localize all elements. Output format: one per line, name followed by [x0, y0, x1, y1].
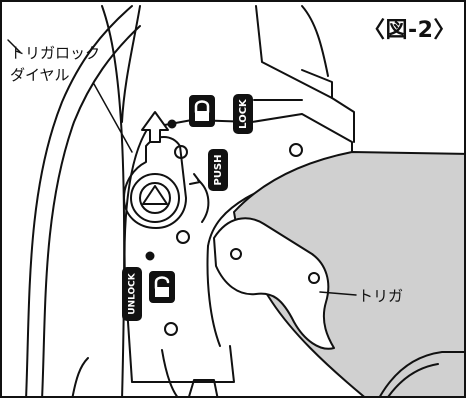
rotation-arrowhead [189, 173, 201, 185]
trigger [213, 217, 335, 350]
lock-badge [233, 94, 253, 134]
trigger-pivot [230, 248, 242, 260]
push-label: PUSH [213, 154, 224, 185]
padlock-open-icon [149, 271, 175, 303]
cover-edge-lower [379, 351, 464, 396]
unlock-position-dot [145, 251, 155, 261]
arrow-up-icon [141, 111, 169, 143]
trigger-pin [308, 272, 320, 284]
trigger-lock-dial [123, 111, 187, 229]
dial-callout-line-2: ダイヤル [10, 66, 70, 84]
cover-edge-inner [387, 363, 439, 396]
rotation-arrow [197, 179, 210, 223]
push-badge [208, 149, 228, 191]
lock-label: LOCK [238, 98, 249, 129]
unlock-badge [122, 267, 142, 321]
dial-leader-line [93, 83, 133, 153]
dial-label-tick [7, 39, 21, 53]
trigger-callout: トリガ [358, 287, 404, 305]
trigger-leader-line [319, 291, 357, 296]
lock-position-dot [167, 119, 177, 129]
screw-holes [164, 143, 303, 336]
dial-callout-line-1: トリガロック [10, 44, 101, 62]
padlock-closed-icon [189, 95, 215, 127]
figure-title: 〈図-2〉 [363, 18, 456, 43]
unlock-label: UNLOCK [128, 272, 138, 315]
